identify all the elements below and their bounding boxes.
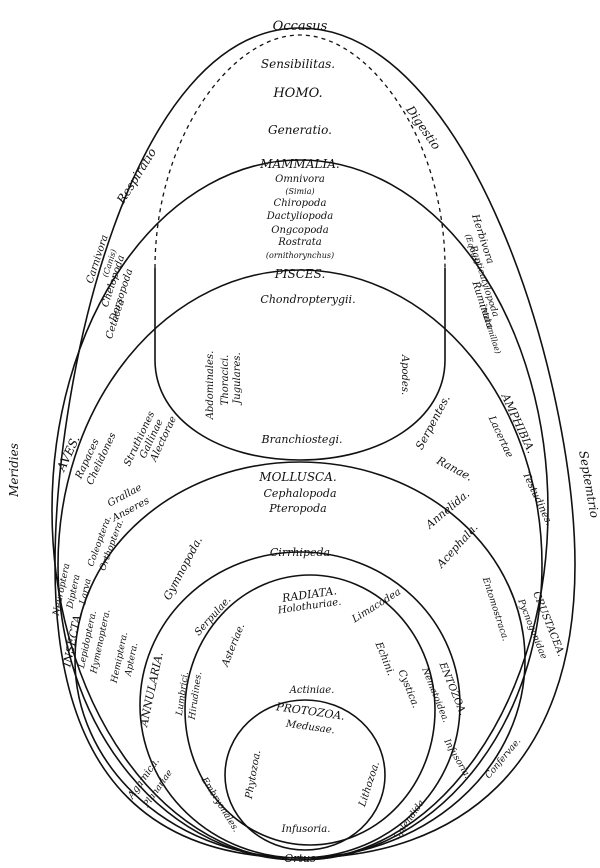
occasus-label: Occasus [273, 19, 328, 34]
limacodea-label: Limacodea [350, 587, 404, 626]
phytozoa-label: Phytozoa. [244, 749, 264, 800]
cystica-label: Cystica. [396, 668, 421, 710]
mammalia-item: Omnivora [275, 174, 325, 185]
pisces-u-shape [154, 268, 446, 461]
homo-label: HOMO. [272, 86, 322, 101]
pisces-fin-item: Jugulares. [232, 352, 243, 405]
mammalia-title: MAMMALIA. [259, 157, 339, 171]
mammalia-item: Rostrata [277, 237, 321, 248]
cirrhipeda-label: Cirrhipeda [270, 546, 330, 559]
digestio-label: Digestio [403, 102, 444, 152]
lithozoa-label: Lithozoa. [357, 760, 382, 809]
apodes-label: Apodes. [399, 354, 410, 395]
mollusca-item: Pteropoda [268, 502, 326, 515]
respiratio-label: Respiratio [114, 146, 160, 207]
echini-label: Echini. [372, 640, 396, 678]
entomostraca-label: Entomostraca. [480, 575, 510, 642]
branchiostegi-label: Branchiostegi. [260, 433, 342, 446]
entozoa-infusoria-label: Infusoria. [441, 737, 472, 781]
mollusca-item: Cephalopoda [263, 487, 336, 500]
mollusca-title: MOLLUSCA. [258, 470, 336, 484]
meridies-label: Meridies [7, 443, 21, 498]
acephala-label: Acephala. [434, 521, 481, 571]
serpulae-label: Serpulae. [193, 595, 234, 639]
homo-dashed-arch [154, 34, 446, 269]
ranae-label: Ranae. [434, 454, 475, 484]
chondropterygii-label: Chondropterygii. [260, 293, 355, 306]
pisces-ellipse [57, 269, 543, 861]
pisces-fin-item: Abdominales. [205, 351, 216, 421]
insecta-ellipse [139, 551, 461, 859]
generatio-label: Generatio. [268, 123, 332, 137]
mammalia-item: Chiropoda [274, 198, 327, 209]
septemtrio-label: Septemtrio [576, 450, 600, 519]
protozoa-ellipse [224, 699, 386, 851]
mammalia-item: (Simia) [285, 187, 314, 196]
infusoria-label: Infusoria. [281, 824, 331, 835]
sensibilitas-label: Sensibilitas. [261, 57, 335, 71]
mammalia-item: Ongcopoda [271, 225, 328, 236]
embryonales-label: Embryonales. [198, 775, 240, 834]
protozoa-title: PROTOZOA. [274, 700, 345, 723]
radiata-ellipse [184, 574, 436, 846]
testudines-label: Testudines. [520, 470, 554, 527]
medusae-label: Medusae. [284, 719, 335, 737]
ortus-label: Ortus [284, 852, 316, 865]
gymnopoda-label: Gymnopoda. [161, 534, 205, 602]
mammalia-item: (ornithorynchus) [266, 251, 334, 260]
mollusca-ellipse [74, 461, 526, 859]
actiniae-label: Actiniae. [289, 685, 335, 696]
mammalia-item: Dactyliopoda [266, 211, 333, 222]
asteriae-label: Asteriae. [220, 622, 248, 669]
pisces-title: PISCES. [274, 267, 326, 281]
pisces-fin-item: Thoracici. [220, 355, 231, 406]
